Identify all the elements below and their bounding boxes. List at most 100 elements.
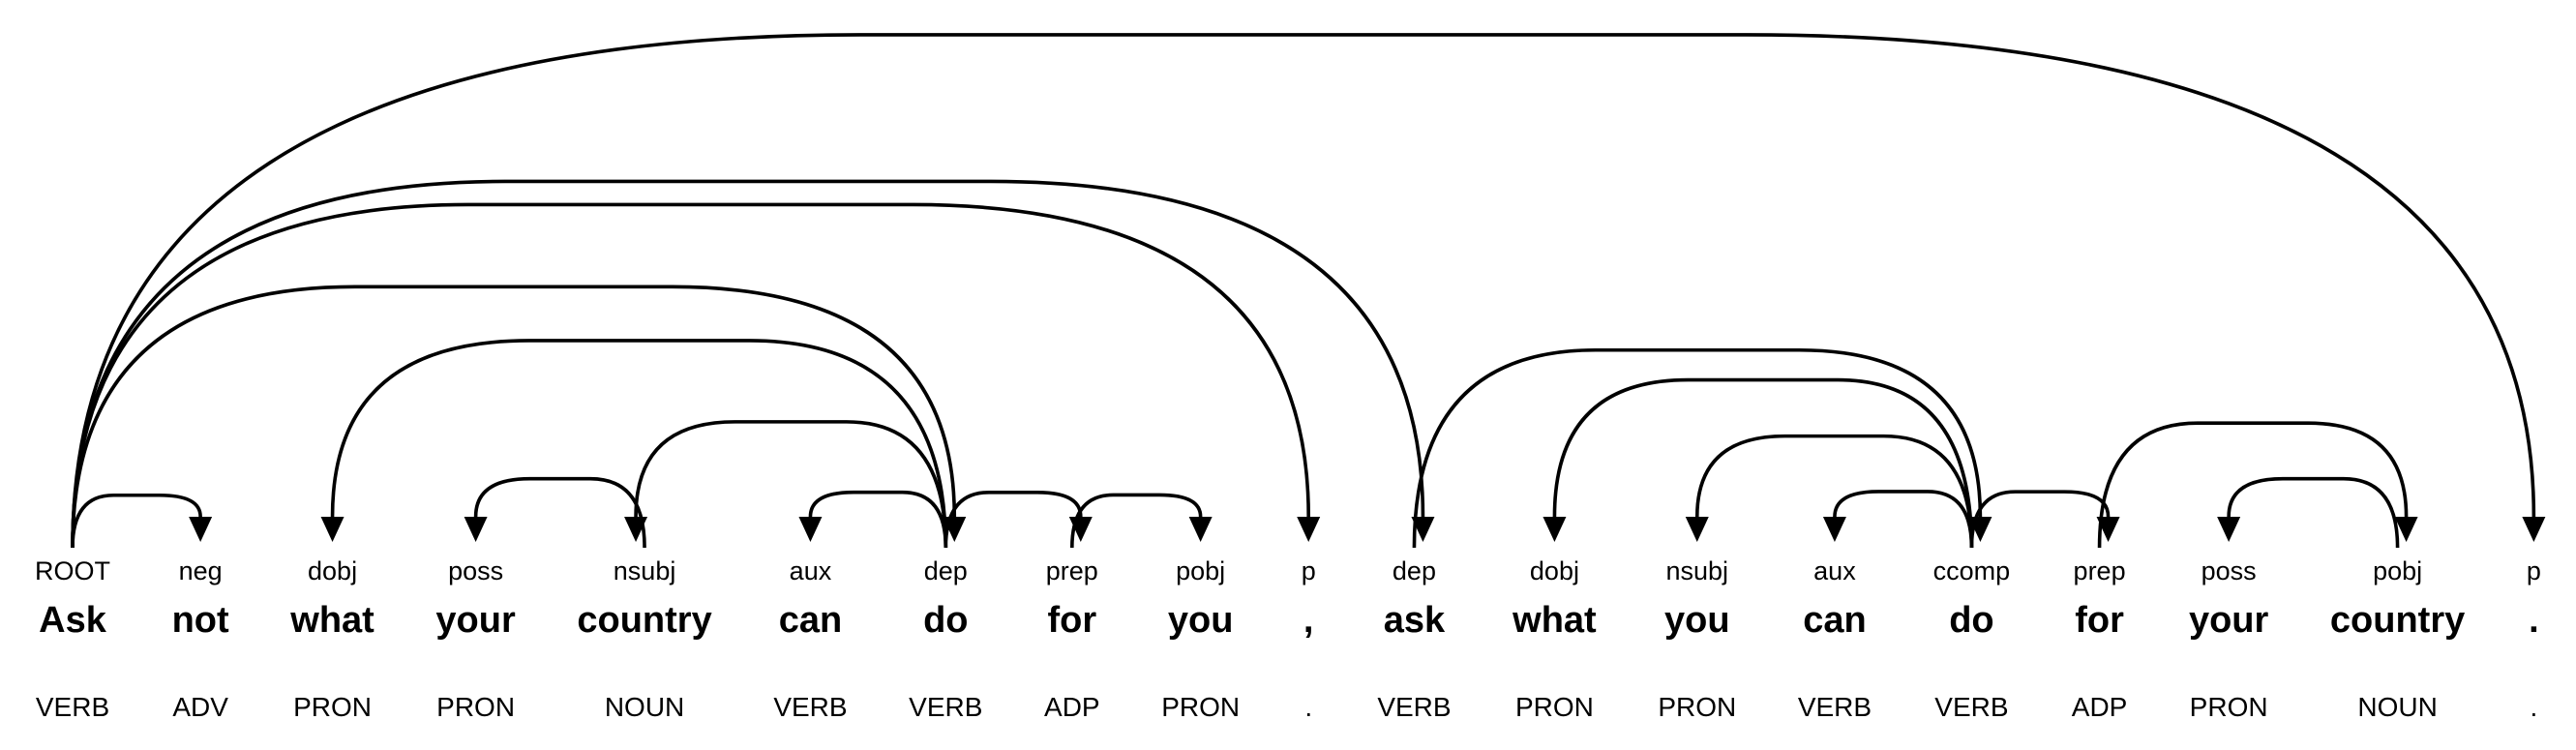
dependency-arc-p-8	[71, 202, 1310, 549]
token-column-12: nsubj you PRON	[1658, 550, 1736, 724]
token-column-4: nsubj country NOUN	[577, 550, 711, 724]
token-column-14: ccomp do VERB	[1933, 550, 2011, 724]
pos-tag: .	[2530, 692, 2538, 722]
token-word: what	[290, 600, 374, 641]
dependency-label: poss	[2201, 556, 2257, 585]
pos-tag: ADP	[2071, 692, 2128, 722]
dependency-arc-neg-0	[71, 493, 202, 549]
arrowhead-poss-15	[2217, 517, 2241, 542]
pos-tag: PRON	[436, 692, 516, 722]
dependency-arc-p-17	[71, 33, 2536, 549]
token-column-0: ROOT Ask VERB	[35, 550, 110, 724]
arrowhead-dep-9	[1411, 517, 1435, 542]
token-column-1: neg not ADV	[172, 550, 229, 724]
arrowhead-nsubj-3	[624, 517, 648, 542]
arrowhead-nsubj-11	[1685, 517, 1709, 542]
arrowhead-p-17	[2522, 517, 2546, 542]
token-word: .	[2529, 600, 2539, 641]
token-word: your	[435, 600, 516, 641]
token-word: Ask	[39, 600, 106, 641]
token-row: ROOT Ask VERB neg not ADV dobj what PRON…	[0, 550, 2576, 724]
dependency-label: ROOT	[35, 556, 110, 585]
pos-tag: PRON	[1161, 692, 1241, 722]
dependency-label: dobj	[308, 556, 358, 585]
pos-tag: PRON	[2189, 692, 2268, 722]
dependency-label: p	[2526, 556, 2541, 585]
arrowhead-poss-2	[464, 517, 488, 542]
pos-tag: VERB	[773, 692, 848, 722]
pos-tag: NOUN	[604, 692, 685, 722]
arrowhead-dobj-1	[320, 517, 344, 542]
dependency-arc-dep-9	[71, 179, 1425, 549]
pos-tag: VERB	[909, 692, 983, 722]
token-column-17: pobj country NOUN	[2330, 550, 2465, 724]
dependency-label: prep	[1045, 556, 1098, 585]
pos-tag: .	[1304, 692, 1313, 722]
pos-tag: VERB	[1934, 692, 2009, 722]
dependency-arc-nsubj-11	[1694, 434, 1974, 549]
dependency-label: dep	[1392, 556, 1436, 585]
dependency-label: aux	[789, 556, 832, 585]
dependency-label: neg	[178, 556, 223, 585]
pos-tag: PRON	[293, 692, 372, 722]
token-word: for	[1047, 600, 1097, 641]
token-column-5: aux can VERB	[773, 550, 847, 724]
arrowhead-aux-4	[798, 517, 823, 542]
dependency-arc-ccomp-13	[1412, 347, 1983, 549]
token-word: can	[1803, 600, 1867, 641]
token-column-11: dobj what PRON	[1513, 550, 1597, 724]
token-word: ask	[1383, 600, 1446, 641]
pos-tag: NOUN	[2357, 692, 2438, 722]
dependency-arc-dobj-10	[1552, 377, 1974, 549]
pos-tag: VERB	[1797, 692, 1872, 722]
arrowhead-aux-12	[1822, 517, 1846, 542]
pos-tag: VERB	[1377, 692, 1452, 722]
arrowhead-prep-14	[2096, 517, 2120, 542]
arrowhead-dobj-10	[1543, 517, 1567, 542]
pos-tag: ADV	[172, 692, 228, 722]
token-column-7: prep for ADP	[1044, 550, 1100, 724]
dependency-label: ccomp	[1932, 556, 2011, 585]
pos-tag: VERB	[35, 692, 110, 722]
token-word: your	[2188, 600, 2269, 641]
token-word: you	[1663, 600, 1730, 641]
token-word: do	[923, 600, 969, 641]
dependency-arc-aux-12	[1833, 490, 1974, 549]
dependency-arc-nsubj-3	[634, 420, 948, 549]
pos-tag: PRON	[1658, 692, 1737, 722]
dependency-label: nsubj	[1665, 556, 1729, 585]
pos-tag: ADP	[1044, 692, 1100, 722]
dependency-arc-prep-14	[1969, 490, 2111, 549]
dependency-arc-prep-6	[944, 490, 1083, 549]
token-word: country	[577, 600, 712, 641]
dependency-label: dobj	[1529, 556, 1579, 585]
dependency-arc-poss-15	[2227, 476, 2400, 549]
dependency-label: nsubj	[613, 556, 676, 585]
dependency-label: prep	[2073, 556, 2126, 585]
token-column-9: p , .	[1302, 550, 1316, 724]
dependency-label: pobj	[2373, 556, 2423, 585]
arrowhead-pobj-16	[2394, 517, 2418, 542]
dependency-arc-dep-5	[71, 285, 957, 549]
dependency-label: p	[1301, 556, 1316, 585]
token-column-15: prep for ADP	[2072, 550, 2128, 724]
dependency-label: pobj	[1176, 556, 1226, 585]
token-word: what	[1513, 600, 1597, 641]
token-column-16: poss your PRON	[2189, 550, 2268, 724]
token-column-18: p . .	[2527, 550, 2541, 724]
token-word: do	[1949, 600, 1994, 641]
token-word: ,	[1303, 600, 1314, 641]
dependency-arc-dobj-1	[330, 339, 948, 549]
token-column-3: poss your PRON	[435, 550, 515, 724]
dependency-label: poss	[448, 556, 504, 585]
dependency-label: dep	[923, 556, 968, 585]
token-word: country	[2329, 600, 2466, 641]
token-word: not	[171, 600, 229, 641]
dependency-arc-pobj-16	[2097, 421, 2409, 549]
dependency-arc-pobj-7	[1070, 493, 1203, 549]
token-column-13: aux can VERB	[1798, 550, 1872, 724]
token-column-10: dep ask VERB	[1377, 550, 1451, 724]
arrowhead-neg-0	[189, 517, 213, 542]
